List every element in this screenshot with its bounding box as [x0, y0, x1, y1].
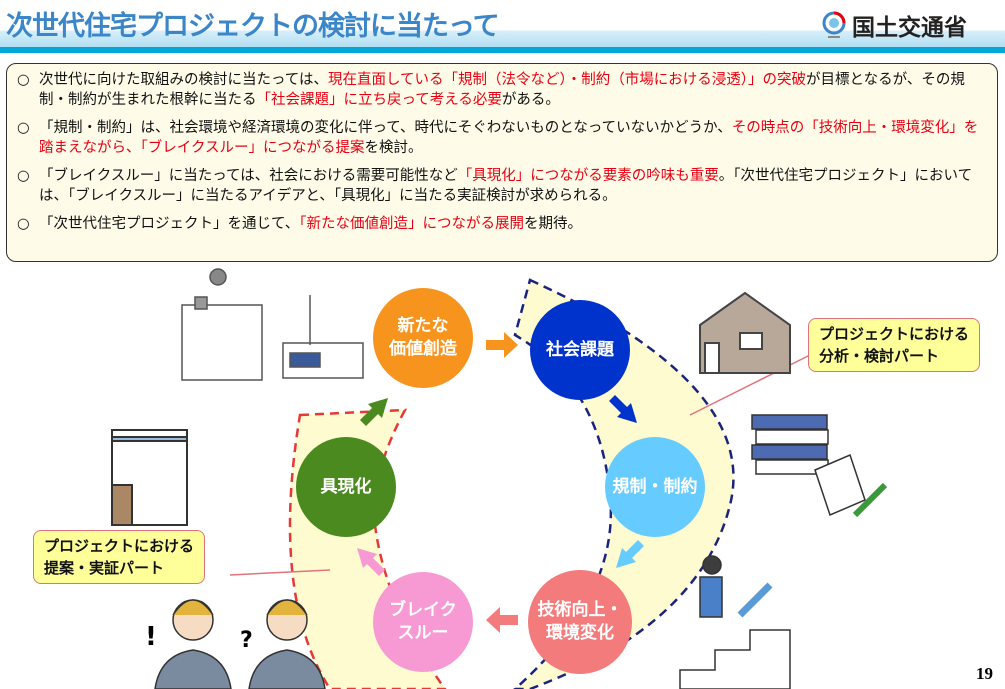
node-regulation: 規制・制約 [605, 437, 705, 537]
bullet-2: ○ 「規制・制約」は、社会環境や経済環境の変化に伴って、時代にそぐわないものとな… [17, 118, 987, 158]
page-number: 19 [976, 664, 993, 683]
node-technology: 技術向上・環境変化 [528, 570, 632, 674]
node-social-issues: 社会課題 [530, 300, 630, 400]
node-label: 具現化 [320, 476, 372, 497]
bullet-1: ○ 次世代に向けた取組みの検討に当たっては、現在直面している「規制（法令など）・… [17, 70, 987, 110]
highlight: 「社会課題」に立ち戻って考える必要 [256, 92, 502, 108]
bullet-marker: ○ [17, 216, 30, 232]
node-label: 技術向上・ [537, 600, 623, 620]
documents-illustration [751, 414, 888, 518]
ministry-name: 国土交通省 [852, 15, 967, 41]
bullet-3: ○ 「ブレイクスルー」に当たっては、社会における需要可能性など「具現化」につなが… [17, 166, 987, 206]
question-icon: ? [240, 628, 253, 653]
bullet-4: ○ 「次世代住宅プロジェクト」を通じて、「新たな価値創造」につながる展開を期待。 [17, 214, 987, 234]
text: を検討。 [364, 140, 423, 156]
text: 「次世代住宅プロジェクト」を通じて、 [39, 216, 300, 232]
callout-proposal: プロジェクトにおける提案・実証パート [33, 530, 206, 584]
house-illustration [699, 291, 791, 374]
callout-pointer [229, 569, 331, 576]
callout-text: 提案・実証パート [44, 559, 165, 577]
highlight: その時点の「技術向上・環境変化」を踏まえながら、「ブレイクスルー」につながる提案 [39, 120, 979, 156]
text: を期待。 [524, 216, 583, 232]
summary-box: ○ 次世代に向けた取組みの検討に当たっては、現在直面している「規制（法令など）・… [6, 63, 998, 262]
text: が目標となるが、その規制・制約が生まれた根幹に当たる [39, 72, 965, 108]
text: 。「次世代住宅プロジェクト」においては、「ブレイクスルー」に当たるアイデアと、「… [39, 168, 973, 204]
highlight: 現在直面している「規制（法令など）・制約（市場における浸透）」の突破 [327, 72, 807, 88]
arrow-right-icon [486, 332, 518, 358]
node-realization: 具現化 [296, 437, 396, 537]
arrow-up-right-icon [360, 398, 388, 426]
text: がある。 [501, 92, 560, 108]
highlight: 「新たな価値創造」につながる展開 [299, 216, 525, 232]
node-label: 価値創造 [389, 339, 457, 359]
bullet-marker: ○ [17, 168, 30, 184]
node-label: ブレイク [389, 600, 457, 620]
callout-text: 分析・検討パート [819, 347, 940, 365]
stairs-illustration [679, 555, 791, 689]
node-label: 環境変化 [546, 623, 614, 643]
highlight: 「具現化」につながる要素の吟味も重要 [457, 168, 719, 184]
callout-text: プロジェクトにおける [44, 537, 195, 555]
text: 次世代に向けた取組みの検討に当たっては、 [39, 72, 328, 88]
header-bar [0, 47, 1005, 53]
node-label: 規制・制約 [612, 476, 698, 497]
text: 「ブレイクスルー」に当たっては、社会における需要可能性など [39, 168, 458, 184]
bullet-marker: ○ [17, 120, 30, 136]
callout-text: プロジェクトにおける [819, 325, 970, 343]
building-illustration [111, 429, 188, 526]
bullet-marker: ○ [17, 72, 30, 88]
arrow-down-icon [609, 395, 637, 423]
node-breakthrough: ブレイクスルー [373, 572, 473, 672]
ministry-logo: 国土交通省 [822, 8, 967, 42]
node-label: スルー [397, 623, 449, 643]
ministry-emblem-icon [822, 11, 846, 38]
arrow-left-icon [486, 607, 518, 633]
arrow-up-left-icon [357, 548, 385, 576]
text: 「規制・制約」は、社会環境や経済環境の変化に伴って、時代にそぐわないものとなって… [39, 120, 732, 136]
callout-analysis: プロジェクトにおける分析・検討パート [808, 318, 981, 372]
people-illustration [154, 599, 326, 689]
arrow-down-left-icon [616, 540, 644, 568]
factory-illustration [181, 268, 364, 381]
node-label: 社会課題 [546, 339, 614, 360]
page-title: 次世代住宅プロジェクトの検討に当たって [6, 11, 500, 42]
node-value-creation: 新たな価値創造 [373, 288, 473, 388]
node-label: 新たな [397, 316, 449, 336]
exclamation-icon: ! [145, 622, 157, 652]
